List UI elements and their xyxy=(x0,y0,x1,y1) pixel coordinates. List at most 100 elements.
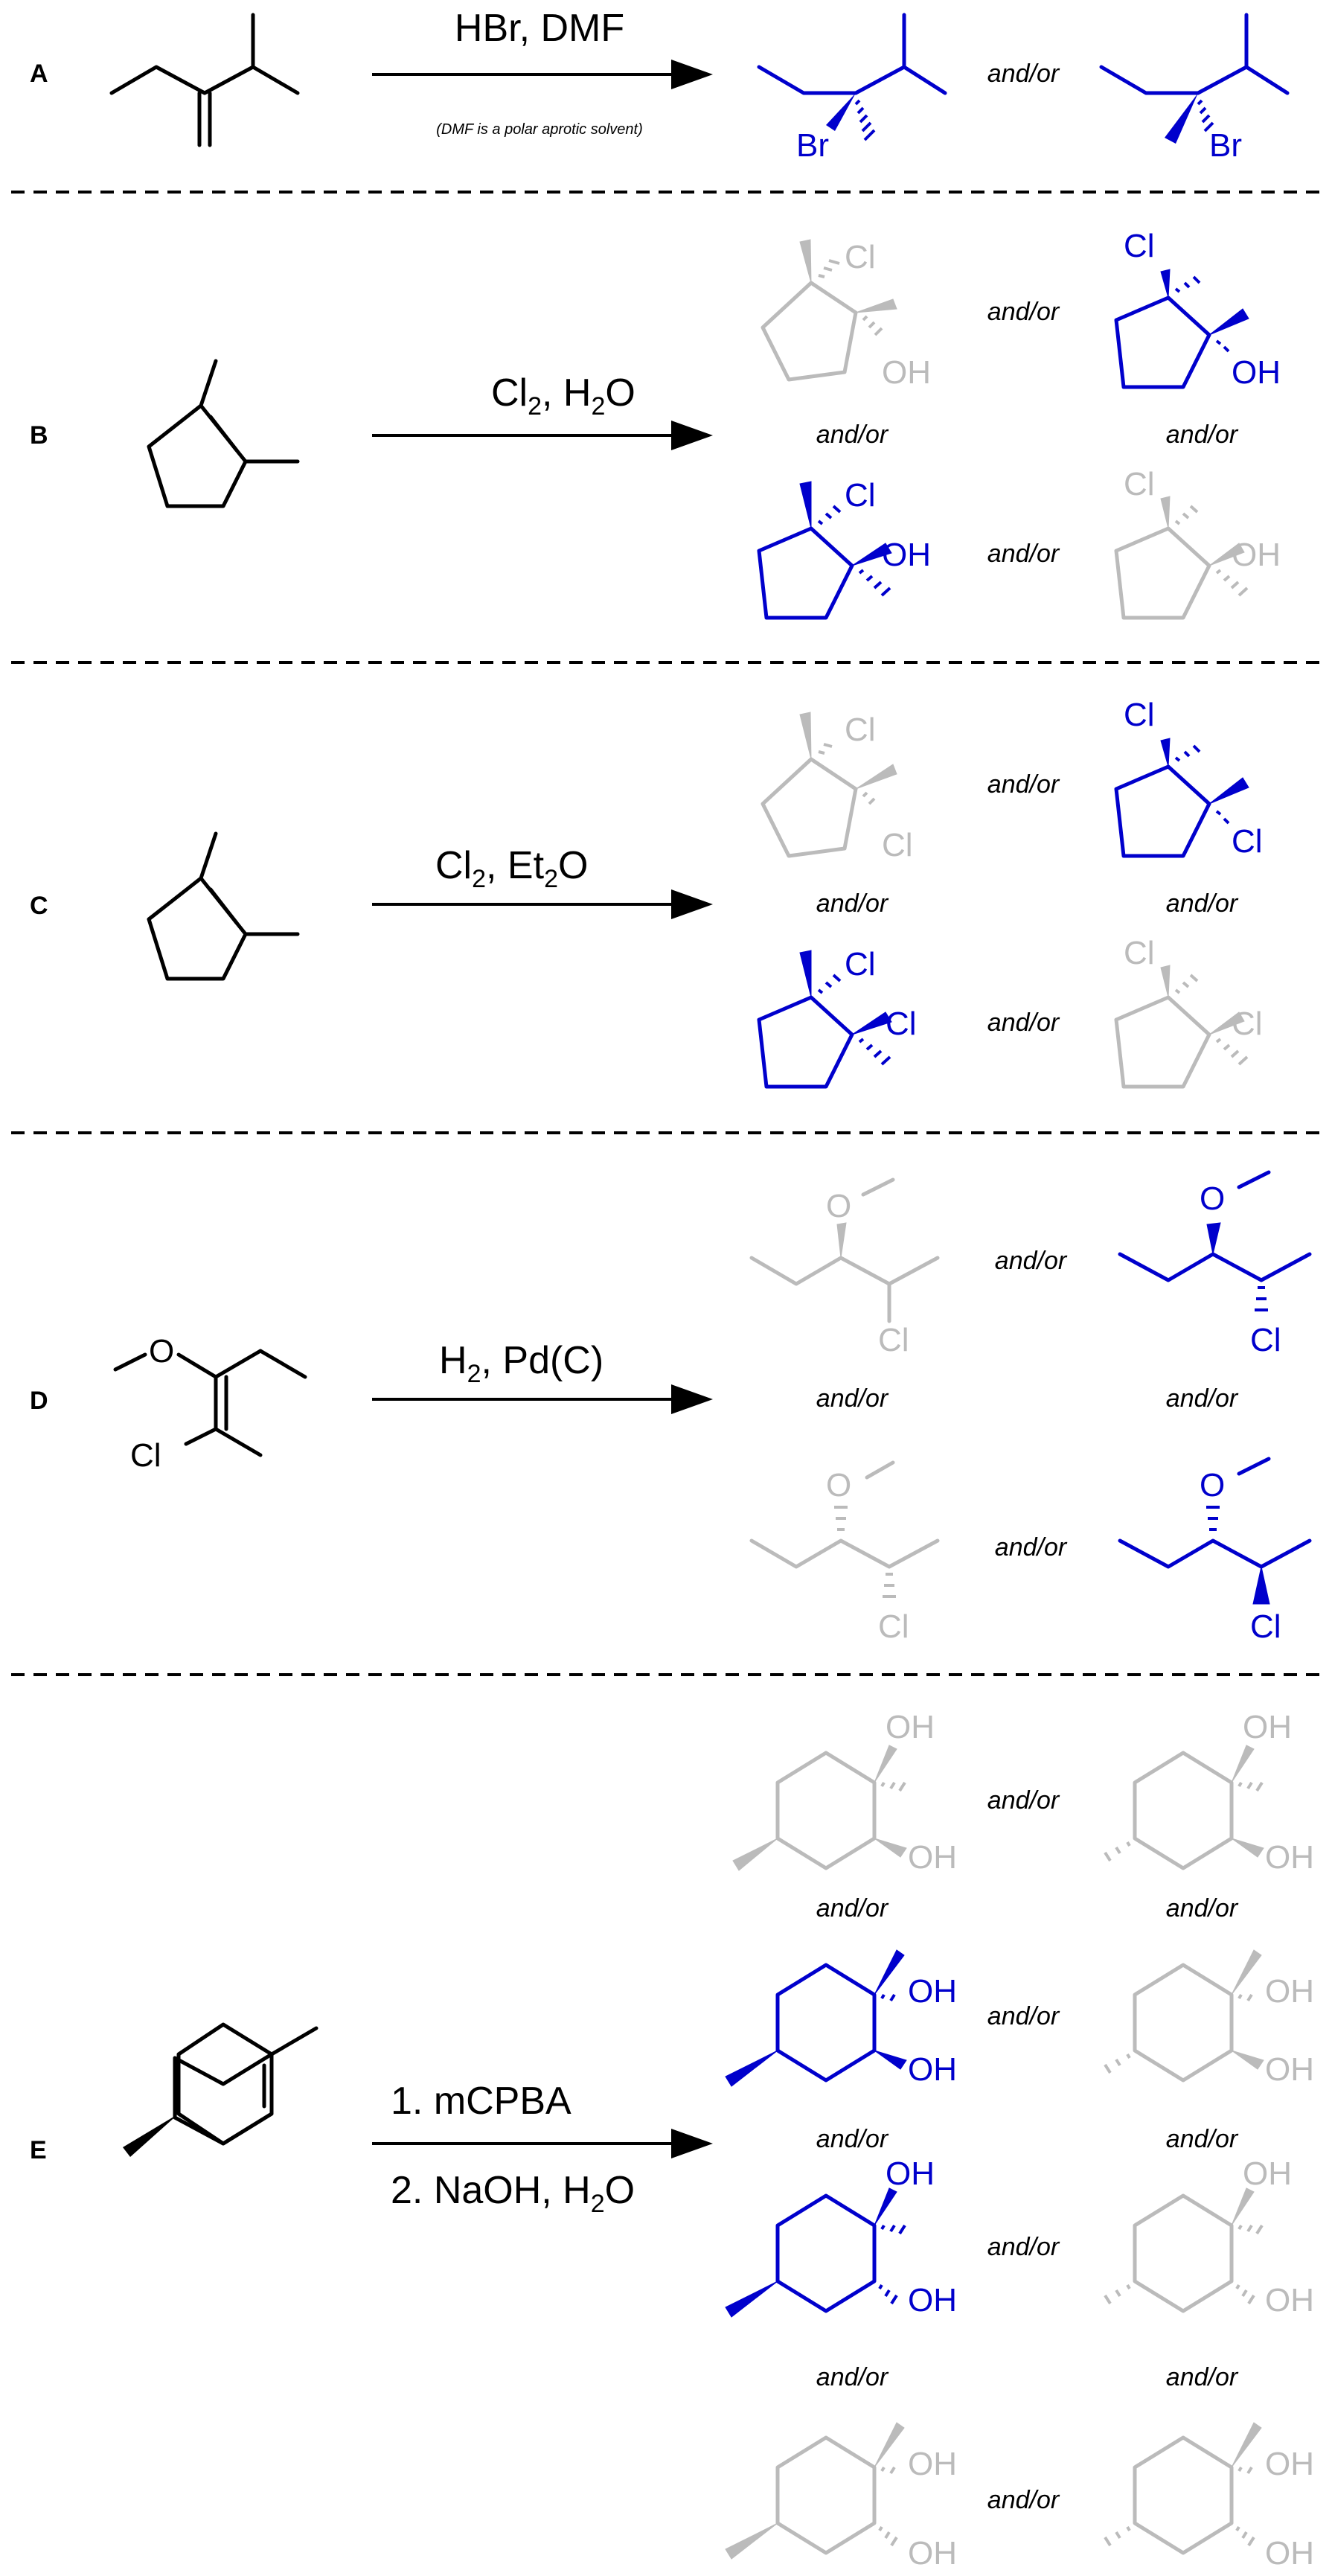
atom-cl: Cl xyxy=(1124,228,1155,264)
andor-e8: and/or xyxy=(816,2363,889,2391)
atom-cl: Cl xyxy=(1232,823,1263,860)
atom-oh: OH xyxy=(886,1709,935,1745)
atom-oh: OH xyxy=(882,537,931,573)
product-d4: O Cl xyxy=(1118,1457,1312,1645)
atom-oh: OH xyxy=(1265,1973,1314,2010)
reagent-e1: 1. mCPBA xyxy=(391,2080,571,2123)
product-e4: OH OH xyxy=(1104,1949,1314,2088)
atom-o: O xyxy=(1200,1180,1225,1217)
atom-oh: OH xyxy=(886,2155,935,2192)
atom-cl: Cl xyxy=(1124,466,1155,502)
section-a: A HBr, DMF (DMF is a polar aprotic solve… xyxy=(30,7,1290,164)
atom-oh: OH xyxy=(882,354,931,391)
reactant-b xyxy=(147,359,300,508)
atom-o: O xyxy=(826,1188,851,1224)
section-separators xyxy=(11,191,1321,1676)
andor-e1: and/or xyxy=(987,1786,1060,1815)
product-c4: Cl Cl xyxy=(1114,935,1263,1089)
andor-d3: and/or xyxy=(1166,1384,1239,1413)
andor-e4: and/or xyxy=(987,2002,1060,2030)
atom-oh: OH xyxy=(1265,2282,1314,2318)
atom-oh: OH xyxy=(1265,1839,1314,1876)
andor-e2: and/or xyxy=(816,1894,889,1923)
atom-br: Br xyxy=(1209,127,1242,164)
atom-cl: Cl xyxy=(1124,935,1155,971)
andor-e3: and/or xyxy=(1166,1894,1239,1923)
atom-oh: OH xyxy=(1265,2535,1314,2572)
product-c2: Cl Cl xyxy=(1114,697,1263,860)
product-a2: Br xyxy=(1099,13,1290,164)
product-e3: OH OH xyxy=(725,1949,957,2088)
reagent-d: H2, Pd(C) xyxy=(439,1339,603,1388)
atom-oh: OH xyxy=(908,1839,957,1876)
atom-o: O xyxy=(1200,1467,1225,1503)
andor-b2: and/or xyxy=(816,421,889,449)
andor-c4: and/or xyxy=(987,1009,1060,1037)
atom-cl: Cl xyxy=(1124,697,1155,733)
section-label-e: E xyxy=(30,2136,47,2164)
section-e: E 1. mCPBA 2. NaOH, H2O OH OH and/or xyxy=(30,1709,1314,2572)
atom-cl: Cl xyxy=(878,1322,909,1358)
atom-cl: Cl xyxy=(845,477,876,514)
andor-e9: and/or xyxy=(1166,2363,1239,2391)
atom-oh: OH xyxy=(908,2282,957,2318)
andor-b3: and/or xyxy=(1166,421,1239,449)
andor-c2: and/or xyxy=(816,889,889,918)
note-a: (DMF is a polar aprotic solvent) xyxy=(436,121,643,138)
product-d2: O Cl xyxy=(1118,1170,1312,1358)
atom-oh: OH xyxy=(1243,2155,1292,2192)
section-b: B Cl2, H2O Cl OH and/or Cl xyxy=(30,228,1281,620)
atom-br: Br xyxy=(796,127,829,164)
atom-o: O xyxy=(826,1467,851,1503)
product-e6: OH OH xyxy=(1104,2155,1314,2318)
atom-o: O xyxy=(149,1333,174,1370)
atom-oh: OH xyxy=(1265,2051,1314,2088)
section-d: D O Cl H2, Pd(C) O Cl and/or xyxy=(30,1170,1312,1645)
section-label-d: D xyxy=(30,1387,48,1415)
product-c1: Cl Cl xyxy=(761,712,913,863)
andor-d4: and/or xyxy=(995,1533,1068,1562)
atom-oh: OH xyxy=(908,2535,957,2572)
product-d1: O Cl xyxy=(749,1177,940,1358)
section-label-b: B xyxy=(30,421,48,450)
atom-cl: Cl xyxy=(845,712,876,748)
product-e1: OH OH xyxy=(732,1709,957,1876)
product-b2: Cl OH xyxy=(1114,228,1281,391)
atom-cl: Cl xyxy=(1250,1322,1281,1358)
product-a1: Br xyxy=(757,13,947,164)
product-e2: OH OH xyxy=(1104,1709,1314,1876)
reactant-c xyxy=(147,831,300,981)
product-b3: Cl OH xyxy=(757,477,931,620)
atom-oh: OH xyxy=(1243,1709,1292,1745)
andor-b4: and/or xyxy=(987,540,1060,568)
product-e7: OH OH xyxy=(725,2422,957,2572)
atom-oh: OH xyxy=(1232,537,1281,573)
andor-d1: and/or xyxy=(995,1247,1068,1275)
andor-e10: and/or xyxy=(987,2486,1060,2514)
atom-cl: Cl xyxy=(845,946,876,982)
section-label-a: A xyxy=(30,60,48,88)
reagent-e2: 2. NaOH, H2O xyxy=(391,2169,635,2218)
atom-cl: Cl xyxy=(886,1006,917,1042)
product-d3: O Cl xyxy=(749,1460,940,1645)
product-e5: OH OH xyxy=(725,2155,957,2318)
andor-b1: and/or xyxy=(987,298,1060,326)
reagent-a: HBr, DMF xyxy=(455,7,624,50)
andor-e7: and/or xyxy=(987,2233,1060,2261)
andor-e5: and/or xyxy=(816,2125,889,2153)
andor-e6: and/or xyxy=(1166,2125,1239,2153)
product-c3: Cl Cl xyxy=(757,946,917,1089)
section-c: C Cl2, Et2O Cl Cl and/or Cl xyxy=(30,697,1263,1089)
andor-c3: and/or xyxy=(1166,889,1239,918)
atom-cl: Cl xyxy=(130,1437,161,1474)
atom-cl: Cl xyxy=(878,1608,909,1645)
atom-cl: Cl xyxy=(882,827,913,863)
reactant-a xyxy=(109,13,300,147)
reactant-e xyxy=(173,2022,318,2146)
reagent-b: Cl2, H2O xyxy=(491,371,635,421)
reactant-e-wedge xyxy=(123,2114,179,2157)
andor-a: and/or xyxy=(987,60,1060,88)
andor-d2: and/or xyxy=(816,1384,889,1413)
atom-oh: OH xyxy=(908,2446,957,2482)
